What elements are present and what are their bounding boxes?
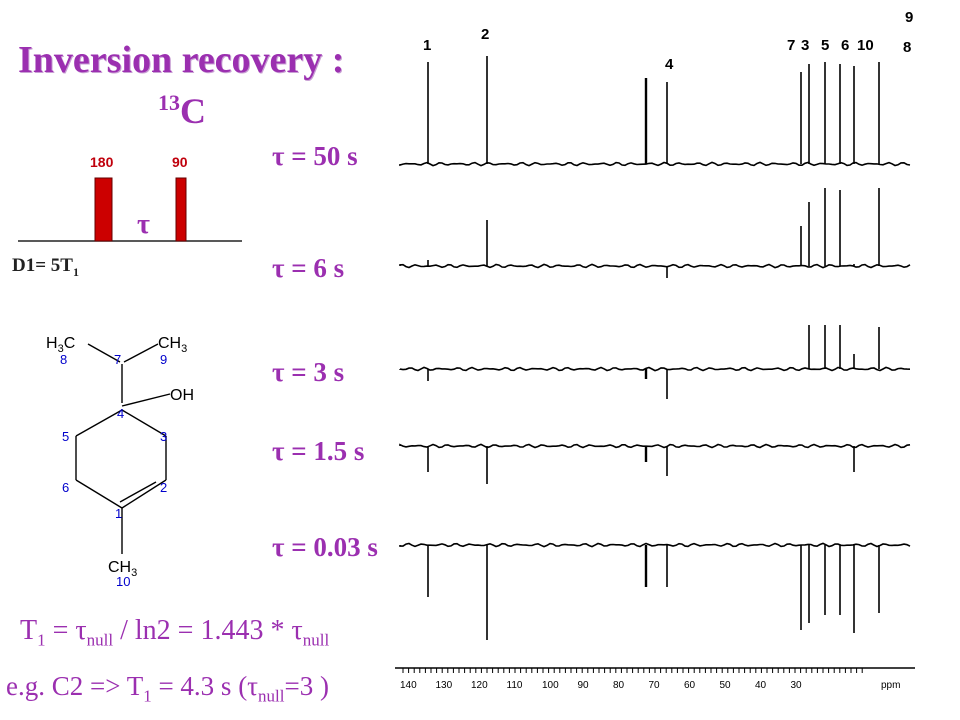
atom-number: 6	[62, 480, 69, 495]
peak-label: 1	[423, 37, 431, 54]
ppm-tick-label: 30	[791, 680, 803, 691]
ch3-top-group: CH3	[158, 335, 187, 355]
ppm-unit-label: ppm	[881, 680, 900, 691]
pulse-sequence-diagram: 180 90	[18, 154, 242, 242]
ppm-tick-label: 100	[542, 680, 559, 691]
formula-t-sub: 1	[37, 630, 46, 650]
ppm-axis: 140 130 120 110 100 90 80 70 60 50 40 30 ppm	[395, 667, 915, 691]
nucleus-mass: 13	[158, 90, 180, 115]
spectrum-baseline	[399, 161, 911, 167]
spectrum-traces	[399, 56, 911, 640]
oh-group: OH	[170, 387, 194, 404]
delay-tau-label: τ	[137, 209, 150, 240]
example-t-sub: 1	[143, 686, 152, 706]
peak-label: 10	[857, 37, 874, 54]
formula-null1: null	[86, 630, 114, 650]
example-line: e.g. C2 => T1 = 4.3 s (τnull=3 )	[6, 671, 329, 706]
atom-numbers: 8 7 9 4 5 3 6 2 1 10	[60, 352, 167, 589]
peak-label: 7	[787, 37, 795, 54]
nucleus-label: 13C	[158, 90, 206, 132]
peak-label: 6	[841, 37, 849, 54]
spectrum-baseline	[399, 443, 911, 449]
spectrum-baseline	[399, 366, 911, 372]
ppm-tick-label: 140	[400, 680, 417, 691]
d1-text: D1= 5T	[12, 255, 73, 276]
ppm-tick-label: 60	[684, 680, 696, 691]
formula-rest: / ln2 = 1.443 * τ	[113, 615, 303, 646]
atom-number: 9	[160, 352, 167, 367]
spectrum-baseline	[399, 263, 911, 269]
ppm-tick-label: 70	[649, 680, 661, 691]
peak-label: 4	[665, 56, 674, 73]
atom-number: 7	[114, 352, 121, 367]
ppm-tick-label: 130	[436, 680, 453, 691]
tau-label: τ = 50 s	[272, 141, 358, 171]
peak-label: 5	[821, 37, 829, 54]
atom-number: 5	[62, 429, 69, 444]
ppm-tick-label: 80	[613, 680, 625, 691]
t1-formula: T1 = τnull / ln2 = 1.443 * τnull	[20, 615, 329, 651]
d1-label: D1= 5T1	[12, 255, 79, 280]
molecule-structure: H3C CH3 OH CH3 8 7 9 4 5 3 6 2 1 10	[46, 335, 194, 589]
peak-label: 8	[903, 39, 911, 56]
peak-label: 2	[481, 26, 489, 43]
d1-sub: 1	[72, 264, 79, 279]
tau-label: τ = 6 s	[272, 253, 345, 283]
example-prefix: e.g. C2 => T	[6, 671, 144, 701]
atom-number: 10	[116, 574, 130, 589]
pulse-180	[94, 177, 113, 242]
example-suffix: =3 )	[284, 671, 329, 701]
atom-number: 8	[60, 352, 67, 367]
atom-number: 3	[160, 429, 167, 444]
peak-label: 3	[801, 37, 809, 54]
pulse-180-label: 180	[90, 154, 114, 170]
ppm-tick-label: 90	[578, 680, 590, 691]
ppm-tick-label: 110	[507, 680, 523, 691]
pulse-90-label: 90	[172, 154, 188, 170]
slide-title: Inversion recovery :	[18, 39, 345, 81]
tau-label: τ = 3 s	[272, 357, 345, 387]
atom-number: 4	[117, 406, 124, 421]
peak-label: 9	[905, 9, 913, 26]
h3c-group: H3C	[46, 335, 75, 355]
formula-null2: null	[302, 630, 330, 650]
nucleus-symbol: C	[180, 91, 206, 131]
ppm-tick-label: 120	[471, 680, 488, 691]
pulse-90	[175, 177, 187, 242]
spectrum-baseline	[399, 542, 911, 548]
formula-eq1: = τ	[45, 615, 87, 646]
ch3-bottom-group: CH3	[108, 559, 137, 579]
example-mid: = 4.3 s (τ	[151, 671, 259, 701]
ppm-tick-label: 50	[720, 680, 732, 691]
formula-t: T	[20, 615, 38, 646]
example-null: null	[258, 686, 285, 706]
molecule-bonds	[75, 343, 171, 554]
atom-number: 1	[115, 506, 122, 521]
ppm-tick-label: 40	[755, 680, 767, 691]
tau-label: τ = 0.03 s	[272, 532, 378, 562]
tau-label: τ = 1.5 s	[272, 436, 365, 466]
atom-number: 2	[160, 480, 167, 495]
